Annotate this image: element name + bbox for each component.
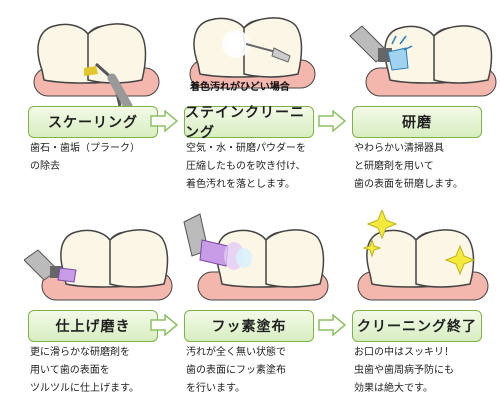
step-desc-polish: やわらかい清掃器具 と研磨剤を用いて 歯の表面を研磨します。 [354, 140, 500, 194]
desc-line: 汚れが全く無い状態で [186, 347, 286, 358]
step-desc-fluoride: 汚れが全く無い状態で 歯の表面にフッ素塗布 を行います。 [186, 344, 346, 398]
step-label-polish: 研磨 [352, 106, 482, 138]
step-complete: クリーニング終了 お口の中はスッキリ！ 虫歯や歯周病予防にも 効果は絶大です。 [348, 210, 500, 420]
desc-line: 用いて歯の表面を [30, 365, 110, 376]
desc-line: を行います。 [186, 383, 245, 394]
desc-line: 圧縮したものを吹き付け、 [186, 161, 306, 172]
step-desc-complete: お口の中はスッキリ！ 虫歯や歯周病予防にも 効果は絶大です。 [354, 344, 500, 398]
desc-line: 効果は絶大です。 [354, 383, 433, 394]
arrow-right-icon [318, 313, 347, 337]
desc-line: お口の中はスッキリ！ [354, 347, 454, 358]
arrow-right-icon [318, 109, 347, 133]
step-scaling: スケーリング 歯石・歯垢（プラーク） の除去 [24, 8, 194, 218]
finish-polish-illustration [24, 229, 173, 301]
desc-line: と研磨剤を用いて [354, 161, 434, 172]
desc-line: 歯の表面を研磨します。 [354, 179, 463, 190]
step-label-stain: ステインクリーニング [184, 105, 314, 141]
desc-line: 虫歯や歯周病予防にも [354, 365, 454, 376]
desc-line: 着色汚れを落とします。 [186, 179, 295, 190]
stain-illustration [189, 17, 316, 89]
desc-line: 歯の表面にフッ素塗布 [186, 365, 286, 376]
step-finish-polish: 仕上げ磨き 更に滑らかな研磨剤を 用いて歯の表面を ツルツルに仕上げます。 [24, 210, 194, 420]
polish-illustration [349, 25, 497, 97]
stain-note: 着色汚れがひどい場合 [190, 82, 290, 93]
step-desc-stain: 空気・水・研磨パウダーを 圧縮したものを吹き付け、 着色汚れを落とします。 [186, 140, 346, 194]
desc-line: 空気・水・研磨パウダーを [186, 143, 306, 154]
arrow-right-icon [150, 313, 179, 337]
fluoride-illustration [183, 213, 329, 301]
desc-line: 更に滑らかな研磨剤を [30, 347, 130, 358]
desc-line: の除去 [30, 161, 60, 172]
arrow-right-icon [150, 109, 179, 133]
step-label-scaling: スケーリング [28, 106, 158, 138]
desc-line: ツルツルに仕上げます。 [30, 383, 139, 394]
step-polish: 研磨 やわらかい清掃器具 と研磨剤を用いて 歯の表面を研磨します。 [348, 8, 500, 218]
step-desc-scaling: 歯石・歯垢（プラーク） の除去 [30, 140, 190, 176]
step-label-fluoride: フッ素塗布 [184, 310, 314, 342]
scaling-illustration [33, 23, 160, 111]
step-desc-finish-polish: 更に滑らかな研磨剤を 用いて歯の表面を ツルツルに仕上げます。 [30, 344, 190, 398]
complete-illustration [357, 210, 489, 301]
desc-line: やわらかい清掃器具 [354, 143, 444, 154]
sparkle-icon [366, 210, 398, 240]
step-fluoride: フッ素塗布 汚れが全く無い状態で 歯の表面にフッ素塗布 を行います。 [180, 210, 350, 420]
desc-line: 歯石・歯垢（プラーク） [30, 143, 140, 154]
step-label-complete: クリーニング終了 [352, 310, 482, 342]
step-label-finish-polish: 仕上げ磨き [28, 310, 158, 342]
step-stain: 着色汚れがひどい場合 ステインクリーニング 空気・水・研磨パウダーを 圧縮したも… [180, 8, 350, 218]
